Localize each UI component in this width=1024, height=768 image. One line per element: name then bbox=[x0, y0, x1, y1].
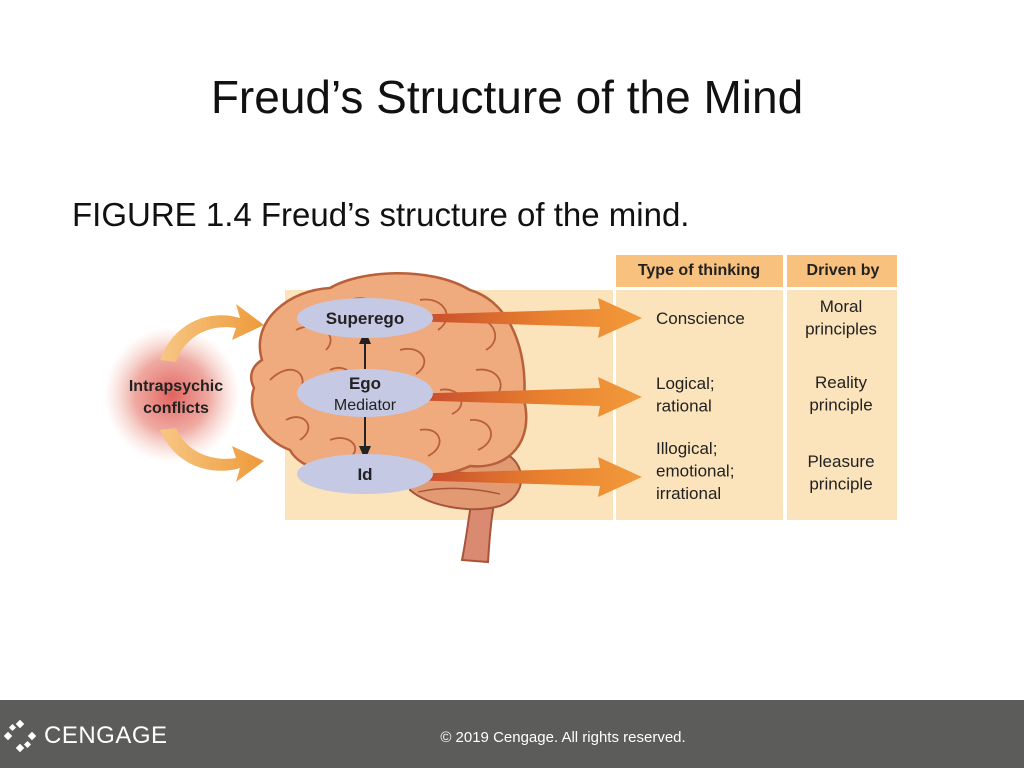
arrow-ego bbox=[405, 377, 642, 417]
level-name-ego: Ego bbox=[349, 374, 381, 393]
thinking-ego-line: rational bbox=[656, 397, 712, 416]
ellipse-ego bbox=[297, 369, 433, 417]
driven-id-line: Pleasure bbox=[807, 452, 874, 471]
level-name-superego: Superego bbox=[326, 309, 404, 328]
thinking-ego-line: Logical; bbox=[656, 374, 715, 393]
ellipse-superego bbox=[297, 298, 433, 338]
brand-name: CENGAGE bbox=[44, 722, 168, 749]
arrow-id bbox=[405, 457, 642, 497]
thinking-id-line: Illogical; bbox=[656, 439, 717, 458]
driven-superego-line: principles bbox=[805, 320, 877, 339]
thinking-column-panel bbox=[616, 290, 783, 520]
copyright-text: © 2019 Cengage. All rights reserved. bbox=[440, 729, 686, 746]
slide-title: Freud’s Structure of the Mind bbox=[210, 71, 804, 123]
cengage-logo-icon bbox=[4, 720, 36, 752]
driven-ego-line: principle bbox=[809, 396, 872, 415]
driven-by-header: Driven by bbox=[807, 262, 880, 279]
intrapsychic-conflicts-label: conflicts bbox=[143, 400, 209, 417]
driven-id-line: principle bbox=[809, 475, 872, 494]
ellipse-id bbox=[297, 454, 433, 494]
footer-bar: CENGAGE © 2019 Cengage. All rights reser… bbox=[0, 700, 1024, 768]
connector-down-head bbox=[359, 446, 371, 460]
lower-curved-arrow bbox=[160, 428, 264, 482]
driven-ego-line: Reality bbox=[815, 373, 867, 392]
conflict-glow bbox=[104, 327, 240, 463]
upper-curved-arrow bbox=[160, 304, 264, 362]
thinking-id-line: irrational bbox=[656, 484, 721, 503]
driven-header-bg bbox=[787, 255, 897, 287]
intrapsychic-conflicts-label: Intrapsychic bbox=[129, 378, 223, 395]
thinking-superego-line: Conscience bbox=[656, 309, 745, 328]
cengage-logo: CENGAGE bbox=[4, 720, 168, 752]
driven-superego-line: Moral bbox=[820, 297, 863, 316]
driven-column-panel bbox=[787, 290, 897, 520]
type-of-thinking-header: Type of thinking bbox=[638, 262, 760, 279]
level-role-ego: Mediator bbox=[334, 397, 397, 414]
figure-caption: FIGURE 1.4 Freud’s structure of the mind… bbox=[72, 196, 690, 233]
level-name-id: Id bbox=[357, 465, 372, 484]
thinking-header-bg bbox=[616, 255, 783, 287]
arrow-superego bbox=[405, 298, 642, 338]
thinking-id-line: emotional; bbox=[656, 462, 734, 481]
